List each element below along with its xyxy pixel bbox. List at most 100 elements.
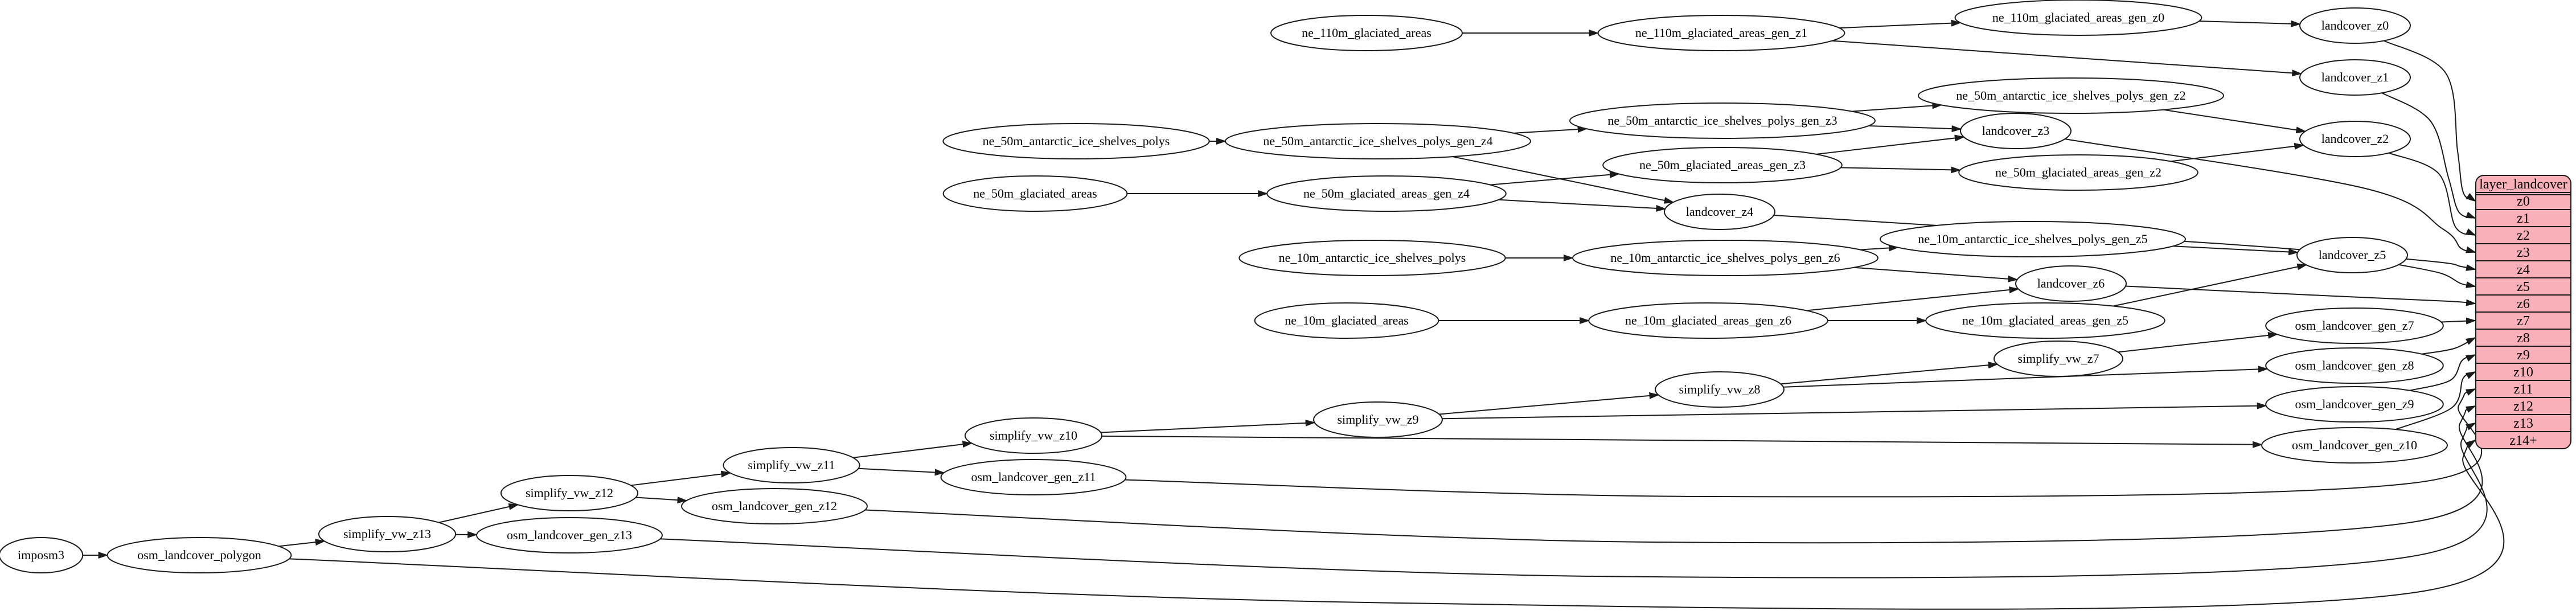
table-row-z7: z7 [2517,314,2530,329]
node-ne_110m_glaciated_areas_gen_z0: ne_110m_glaciated_areas_gen_z0 [1954,0,2202,36]
node-label-ne_10m_antarctic_ice_shelves_polys: ne_10m_antarctic_ice_shelves_polys [1279,251,1466,265]
node-ellipse-simplify_vw_z13 [318,516,457,552]
node-label-osm_landcover_gen_z12: osm_landcover_gen_z12 [712,499,837,513]
edge-ne_50m_antarctic_ice_shelves_polys_gen_z3--ne_50m_antarctic_ice_shelves_polys_gen_z2 [1852,102,1943,112]
node-simplify_vw_z8: simplify_vw_z8 [1655,371,1785,408]
node-label-ne_50m_glaciated_areas_gen_z4: ne_50m_glaciated_areas_gen_z4 [1303,186,1470,200]
node-ellipse-osm_landcover_polygon [106,537,292,573]
edge-ne_10m_glaciated_areas_gen_z6--landcover_z6 [1806,286,2020,311]
node-osm_landcover_gen_z10: osm_landcover_gen_z10 [2261,427,2448,464]
node-label-landcover_z1: landcover_z1 [2321,70,2389,84]
node-label-ne_50m_glaciated_areas_gen_z3: ne_50m_glaciated_areas_gen_z3 [1639,158,1806,172]
node-label-simplify_vw_z8: simplify_vw_z8 [1679,382,1761,396]
node-ellipse-ne_110m_glaciated_areas_gen_z1 [1597,15,1845,51]
node-ne_10m_glaciated_areas_gen_z6: ne_10m_glaciated_areas_gen_z6 [1588,302,1828,339]
node-ellipse-simplify_vw_z11 [723,447,860,483]
node-ellipse-landcover_z4 [1663,194,1776,230]
node-simplify_vw_z9: simplify_vw_z9 [1313,401,1443,438]
edge-simplify_vw_z8--osm_landcover_gen_z8 [1783,366,2269,388]
node-ne_50m_antarctic_ice_shelves_polys_gen_z4: ne_50m_antarctic_ice_shelves_polys_gen_z… [1225,123,1531,159]
table-row-z6: z6 [2517,297,2530,311]
edge-landcover_z5--row-z5 [2398,264,2476,288]
node-ellipse-ne_50m_antarctic_ice_shelves_polys_gen_z2 [1918,77,2224,114]
table-row-z9: z9 [2517,348,2530,363]
table-row-z4: z4 [2517,263,2530,277]
node-label-landcover_z3: landcover_z3 [1982,124,2050,138]
edge-simplify_vw_z7--osm_landcover_gen_z7 [2118,331,2279,353]
edge-ne_50m_glaciated_areas_gen_z4--landcover_z4 [1498,199,1667,212]
node-label-imposm3: imposm3 [18,548,64,562]
table-row-z3: z3 [2517,245,2530,260]
edge-simplify_vw_z12--osm_landcover_gen_z12 [635,497,688,504]
node-ellipse-osm_landcover_gen_z8 [2265,347,2444,384]
table-row-z0: z0 [2517,194,2530,209]
node-ne_50m_antarctic_ice_shelves_polys_gen_z2: ne_50m_antarctic_ice_shelves_polys_gen_z… [1918,77,2224,114]
node-label-landcover_z4: landcover_z4 [1686,204,1754,219]
node-label-osm_landcover_gen_z13: osm_landcover_gen_z13 [507,528,632,542]
node-ne_10m_glaciated_areas_gen_z5: ne_10m_glaciated_areas_gen_z5 [1925,302,2165,339]
edge-ne_50m_antarctic_ice_shelves_polys_gen_z3--landcover_z3 [1868,125,1962,133]
node-ellipse-ne_50m_glaciated_areas [942,175,1128,212]
node-ellipse-osm_landcover_gen_z13 [476,517,663,553]
node-label-simplify_vw_z13: simplify_vw_z13 [343,527,431,541]
edge-simplify_vw_z8--simplify_vw_z7 [1781,362,1999,385]
node-ellipse-osm_landcover_gen_z11 [940,459,1127,495]
node-ne_50m_glaciated_areas: ne_50m_glaciated_areas [942,175,1128,212]
node-ellipse-simplify_vw_z9 [1313,401,1443,438]
node-ellipse-ne_50m_antarctic_ice_shelves_polys_gen_z4 [1225,123,1531,159]
edge-osm_landcover_gen_z9--row-z9 [2409,354,2476,391]
edge-simplify_vw_z13--simplify_vw_z12 [438,503,519,523]
node-label-ne_10m_glaciated_areas: ne_10m_glaciated_areas [1285,313,1408,327]
node-label-osm_landcover_gen_z10: osm_landcover_gen_z10 [2292,438,2417,452]
node-ellipse-ne_10m_antarctic_ice_shelves_polys_gen_z6 [1572,240,1878,276]
node-label-osm_landcover_gen_z7: osm_landcover_gen_z7 [2295,318,2414,333]
node-label-ne_10m_glaciated_areas_gen_z6: ne_10m_glaciated_areas_gen_z6 [1625,313,1791,327]
edge-osm_landcover_gen_z10--row-z10 [2395,371,2476,430]
edge-osm_landcover_gen_z11--row-z11 [1125,388,2483,498]
node-ellipse-ne_10m_glaciated_areas [1254,302,1439,339]
node-ellipse-ne_110m_glaciated_areas_gen_z0 [1954,0,2202,36]
edge-ne_10m_glaciated_areas_gen_z5--landcover_z5 [2113,263,2308,307]
layer-landcover-table: layer_landcoverz0z1z2z3z4z5z6z7z8z9z10z1… [2475,175,2571,449]
node-ellipse-simplify_vw_z8 [1655,371,1785,408]
node-osm_landcover_gen_z8: osm_landcover_gen_z8 [2265,347,2444,384]
node-label-ne_50m_antarctic_ice_shelves_polys: ne_50m_antarctic_ice_shelves_polys [983,134,1170,148]
table-row-z11: z11 [2514,382,2533,397]
node-ne_10m_glaciated_areas: ne_10m_glaciated_areas [1254,302,1439,339]
node-ne_10m_antarctic_ice_shelves_polys_gen_z5: ne_10m_antarctic_ice_shelves_polys_gen_z… [1880,221,2186,257]
edge-ne_50m_antarctic_ice_shelves_polys_gen_z4--landcover_z4 [1452,156,1675,204]
table-row-z2: z2 [2517,228,2530,243]
node-label-simplify_vw_z12: simplify_vw_z12 [526,486,613,500]
edge-osm_landcover_polygon--simplify_vw_z13 [278,539,326,547]
node-ellipse-landcover_z3 [1959,113,2072,149]
node-simplify_vw_z11: simplify_vw_z11 [723,447,860,483]
node-label-ne_50m_glaciated_areas: ne_50m_glaciated_areas [973,186,1097,200]
node-ellipse-simplify_vw_z7 [1993,341,2123,377]
nodes-layer: imposm3 osm_landcover_polygon simplify_vw_… [0,0,2448,573]
edge-landcover_z0--row-z0 [2384,40,2476,202]
node-label-ne_110m_glaciated_areas: ne_110m_glaciated_areas [1302,26,1431,40]
node-ne_50m_glaciated_areas_gen_z3: ne_50m_glaciated_areas_gen_z3 [1602,147,1843,183]
node-ellipse-ne_50m_antarctic_ice_shelves_polys_gen_z3 [1569,102,1876,139]
node-label-ne_50m_glaciated_areas_gen_z2: ne_50m_glaciated_areas_gen_z2 [1995,165,2161,179]
edge-landcover_z2--row-z2 [2388,152,2476,236]
node-label-osm_landcover_polygon: osm_landcover_polygon [137,548,261,562]
node-landcover_z3: landcover_z3 [1959,113,2072,149]
node-ne_50m_antarctic_ice_shelves_polys_gen_z3: ne_50m_antarctic_ice_shelves_polys_gen_z… [1569,102,1876,139]
edge-ne_50m_glaciated_areas_gen_z3--landcover_z3 [1816,134,1965,155]
node-ellipse-landcover_z1 [2299,59,2411,96]
node-ellipse-landcover_z5 [2296,237,2409,273]
node-label-simplify_vw_z10: simplify_vw_z10 [990,428,1077,442]
node-ellipse-osm_landcover_gen_z12 [681,488,868,524]
node-label-landcover_z5: landcover_z5 [2319,248,2386,262]
edge-landcover_z1--row-z1 [2381,92,2476,219]
node-ellipse-simplify_vw_z12 [500,475,639,511]
node-ellipse-osm_landcover_gen_z9 [2265,386,2444,423]
node-label-ne_110m_glaciated_areas_gen_z1: ne_110m_glaciated_areas_gen_z1 [1635,26,1807,40]
node-ellipse-ne_110m_glaciated_areas [1270,15,1463,51]
edge-ne_110m_glaciated_areas_gen_z1--ne_110m_glaciated_areas_gen_z0 [1839,19,1962,29]
node-landcover_z2: landcover_z2 [2299,121,2411,157]
node-landcover_z5: landcover_z5 [2296,237,2409,273]
edge-osm_landcover_gen_z8--row-z8 [2421,337,2476,355]
